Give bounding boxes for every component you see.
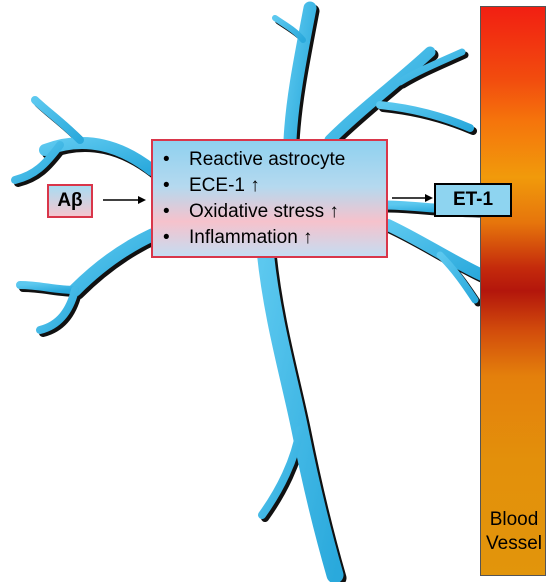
abeta-arrow bbox=[103, 196, 146, 204]
effect-text: Reactive astrocyte bbox=[189, 149, 346, 170]
vessel-label-line1: Blood bbox=[489, 509, 539, 530]
astrocyte-cell bbox=[11, 1, 488, 582]
astrocyte-effects-box: • Reactive astrocyte • ECE-1 ↑ • Oxidative … bbox=[151, 139, 388, 258]
abeta-label: Aβ bbox=[47, 184, 93, 218]
blood-vessel bbox=[480, 6, 546, 576]
effect-item: • Reactive astrocyte bbox=[163, 147, 386, 173]
effect-item: • Oxidative stress ↑ bbox=[163, 199, 386, 225]
bullet: • bbox=[163, 227, 170, 248]
effect-text: Inflammation ↑ bbox=[189, 227, 313, 248]
et1-label: ET-1 bbox=[434, 183, 512, 217]
astrocyte-effects-list: • Reactive astrocyte • ECE-1 ↑ • Oxidative … bbox=[153, 141, 386, 251]
effect-text: ECE-1 ↑ bbox=[189, 175, 260, 196]
bullet: • bbox=[163, 201, 170, 222]
effect-item: • Inflammation ↑ bbox=[163, 225, 386, 251]
astrocyte-shadow bbox=[14, 4, 491, 582]
bullet: • bbox=[163, 175, 170, 196]
blood-vessel-label: Blood Vessel bbox=[478, 508, 550, 556]
bullet: • bbox=[163, 149, 170, 170]
vessel-label-line2: Vessel bbox=[486, 533, 542, 554]
effect-item: • ECE-1 ↑ bbox=[163, 173, 386, 199]
effect-text: Oxidative stress ↑ bbox=[189, 201, 339, 222]
et1-arrow bbox=[392, 194, 433, 202]
